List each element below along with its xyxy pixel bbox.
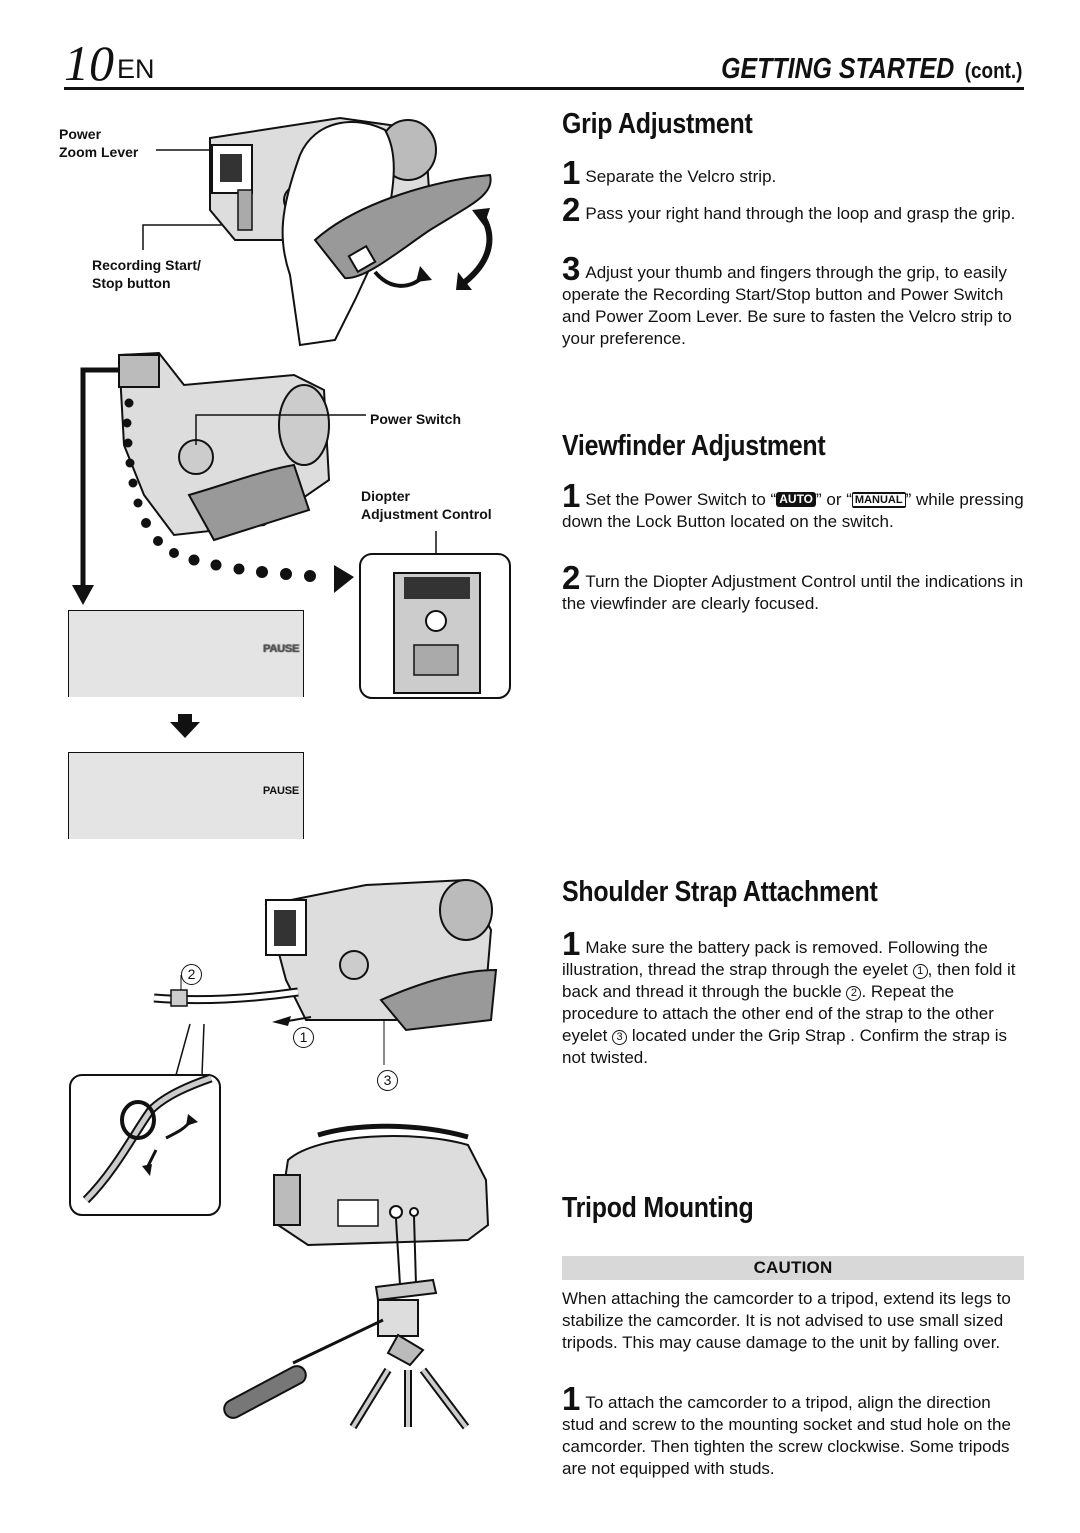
step-text: Adjust your thumb and fingers through th… — [562, 263, 1012, 348]
shoulder-strap-illustration — [69, 878, 498, 1216]
step-text: Separate the Velcro strip. — [585, 167, 777, 186]
step-number: 1 — [562, 154, 581, 191]
step-number: 2 — [562, 191, 581, 228]
header-rule — [64, 87, 1024, 90]
viewfinder-title: Viewfinder Adjustment — [562, 430, 826, 462]
label-diopter-adjustment-control: Adjustment Control — [361, 506, 492, 522]
label-recording-start: Recording Start/ — [92, 257, 201, 273]
grip-title: Grip Adjustment — [562, 108, 753, 140]
page-number: 10 — [64, 35, 114, 91]
auto-mode-badge: AUTO — [776, 492, 817, 507]
label-stop-button: Stop button — [92, 275, 171, 291]
section-title-text: GETTING STARTED — [720, 53, 954, 85]
down-arrow-icon — [170, 714, 200, 738]
section-title-cont: (cont.) — [964, 58, 1022, 83]
eyelet-label-3: 3 — [377, 1070, 398, 1091]
viewfinder-illustration — [72, 351, 511, 699]
grip-illustration — [142, 116, 493, 347]
section-title: GETTING STARTED (cont.) — [721, 54, 1022, 86]
step-number: 3 — [562, 250, 581, 287]
eyelet-1-marker: 1 — [912, 964, 928, 979]
tripod-illustration — [223, 1123, 490, 1430]
caution-banner: CAUTION — [562, 1256, 1024, 1280]
viewfinder-screen-focused: PAUSE — [68, 752, 304, 839]
eyelet-label-1: 1 — [293, 1027, 314, 1048]
viewfinder-screen-unfocused: PAUSE — [68, 610, 304, 697]
eyelet-3-marker: 3 — [612, 1030, 628, 1045]
buckle-2-marker: 2 — [846, 986, 862, 1001]
pause-indicator-focused: PAUSE — [262, 785, 299, 797]
caution-text: When attaching the camcorder to a tripod… — [562, 1289, 1011, 1352]
step-text: Pass your right hand through the loop an… — [585, 204, 1016, 223]
label-zoom-lever: Zoom Lever — [59, 144, 139, 160]
shoulder-title: Shoulder Strap Attachment — [562, 876, 878, 908]
pause-indicator-unfocused: PAUSE — [262, 643, 299, 655]
tripod-title: Tripod Mounting — [562, 1192, 754, 1224]
buckle-label-2: 2 — [181, 964, 202, 985]
label-power-switch: Power Switch — [370, 411, 462, 427]
label-power: Power — [59, 126, 102, 142]
manual-mode-badge: MANUAL — [851, 492, 906, 508]
label-diopter: Diopter — [361, 488, 410, 504]
page-language: EN — [117, 54, 155, 84]
